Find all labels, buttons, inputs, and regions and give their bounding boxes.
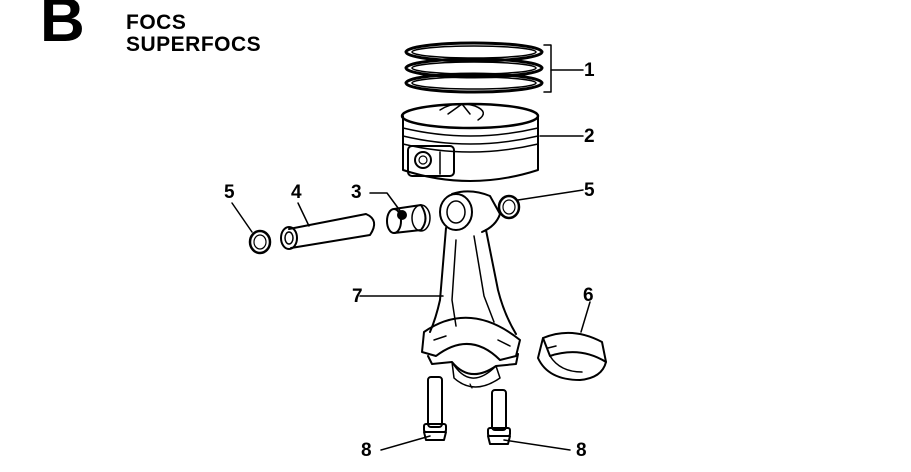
piston [400, 102, 584, 182]
big-end-bolt-left [380, 376, 447, 451]
circlip-right [497, 189, 584, 220]
small-end-bush [369, 192, 431, 234]
connecting-rod [359, 190, 521, 389]
big-end-bearing [537, 301, 607, 381]
circlip-left [231, 202, 272, 255]
piston-rings [404, 41, 584, 94]
callout-4: 4 [291, 182, 302, 203]
callout-8-right: 8 [576, 440, 587, 461]
callout-3: 3 [351, 182, 362, 203]
model-name-1: FOCS [126, 11, 187, 34]
callout-7: 7 [352, 286, 363, 307]
callout-5-left: 5 [224, 182, 235, 203]
callout-6: 6 [583, 285, 594, 306]
model-name-2: SUPERFOCS [126, 33, 262, 56]
callout-5-right: 5 [584, 180, 595, 201]
big-end-bolt-right [487, 389, 571, 451]
section-letter: B [40, 0, 85, 55]
callout-1: 1 [584, 60, 595, 81]
callout-2: 2 [584, 126, 595, 147]
gudgeon-pin [280, 202, 376, 250]
callout-8-left: 8 [361, 440, 372, 461]
